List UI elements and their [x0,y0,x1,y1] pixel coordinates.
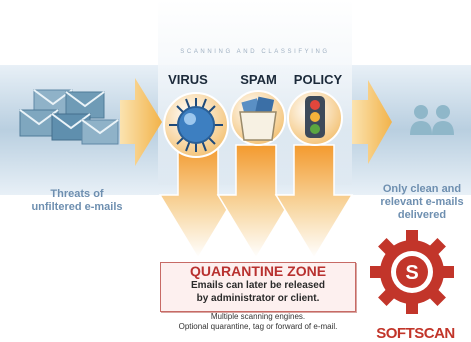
incoming-arrow [120,78,162,166]
policy-down-arrow [274,144,354,260]
logo-letter: S [405,262,418,284]
scanning-subtitle: SCANNING AND CLASSIFYING [180,49,330,55]
outgoing-arrow [352,80,392,164]
quarantine-text: Emails can later be released by administ… [160,279,356,305]
delivered-caption-line: delivered [397,209,447,221]
quarantine-line: by administrator or client. [196,293,320,304]
threats-caption: Threats of unfiltered e-mails [18,188,136,214]
delivered-caption: Only clean and relevant e-mails delivere… [368,183,471,222]
spam-down-arrow [216,144,296,260]
footer-line: Multiple scanning engines. [210,312,306,321]
brand-name: SOFTSCAN [376,325,455,342]
virus-down-arrow [158,144,238,260]
envelopes-icon [19,89,119,145]
delivered-caption-line: Only clean and [382,183,462,195]
footer-note: Multiple scanning engines. Optional quar… [160,312,356,332]
softscan-logo: S [370,230,454,314]
people-icon [410,105,454,135]
threats-caption-line: unfiltered e-mails [31,201,123,213]
quarantine-line: Emails can later be released [191,280,325,291]
traffic-light-icon [305,96,325,138]
engine-label-policy: POLICY [293,72,343,87]
quarantine-box [160,262,356,312]
delivered-caption-line: relevant e-mails [380,196,464,208]
virus-icon [169,98,223,152]
footer-line: Optional quarantine, tag or forward of e… [178,322,338,331]
quarantine-title: QUARANTINE ZONE [189,263,327,279]
threats-caption-line: Threats of [50,188,104,200]
engine-label-virus: VIRUS [168,72,208,87]
spam-icon [239,96,277,141]
engine-label-spam: SPAM [240,72,277,87]
